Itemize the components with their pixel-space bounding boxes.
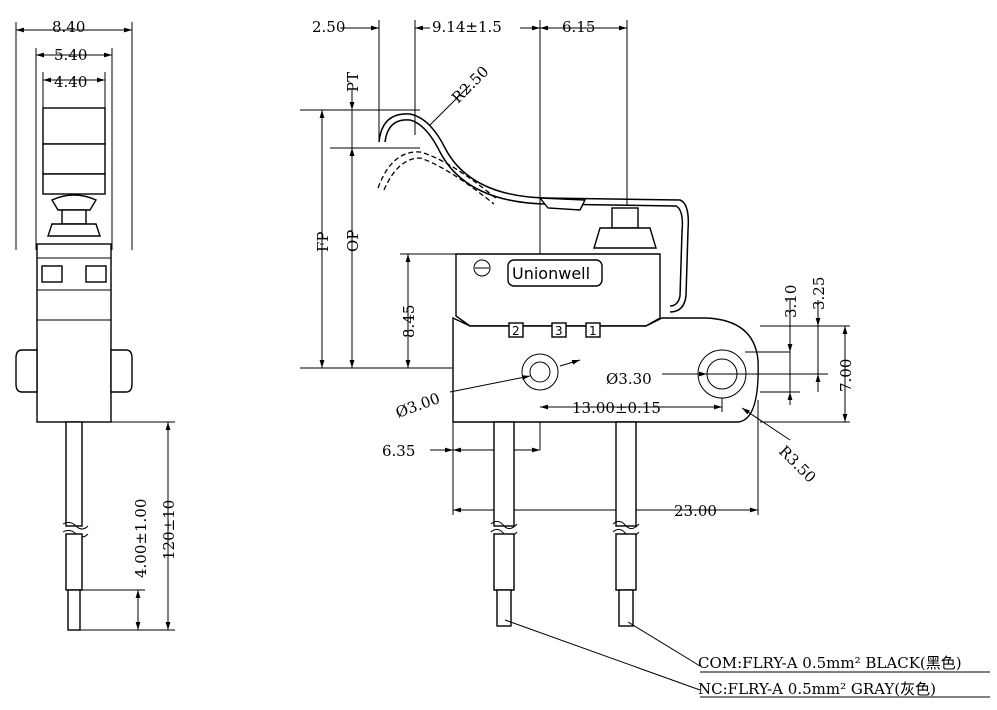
dim-lever-travel: 9.14±1.5 — [432, 18, 502, 36]
dim-7-00: 7.00 — [837, 359, 855, 392]
hole-right-label: Ø3.30 — [606, 370, 652, 388]
brand-label: Unionwell — [512, 264, 590, 283]
side-lead-strip: 4.00±1.00 — [132, 499, 150, 578]
dim-overall-length: 23.00 — [674, 502, 717, 520]
pin-2-label: 2 — [512, 324, 520, 338]
front-view: 2.50 9.14±1.5 6.15 R2.50 PT FP OP 8.45 — [300, 18, 990, 698]
side-width-inner: 4.40 — [54, 73, 87, 91]
label-op: OP — [344, 230, 362, 252]
side-width-mid: 5.40 — [54, 46, 87, 64]
pin-3-label: 3 — [555, 324, 563, 338]
dim-edge-offset: 6.35 — [382, 442, 415, 460]
dim-3-10: 3.10 — [782, 285, 800, 318]
hole-left-label: Ø3.00 — [393, 389, 442, 422]
wire-note-com: COM:FLRY-A 0.5mm² BLACK(黑色) — [698, 654, 962, 672]
lever-radius-label: R2.50 — [448, 62, 492, 106]
hole-pitch-label: 13.00±0.15 — [572, 399, 661, 417]
side-view: 8.40 5.40 4.40 — [15, 18, 178, 631]
wire-note-nc: NC:FLRY-A 0.5mm² GRAY(灰色) — [698, 680, 936, 698]
dim-3-25: 3.25 — [810, 277, 828, 310]
pin-1-label: 1 — [589, 324, 597, 338]
dim-offset-right: 6.15 — [562, 18, 595, 36]
side-width-overall: 8.40 — [52, 18, 85, 36]
dim-offset-left: 2.50 — [312, 18, 345, 36]
mount-radius-label: R3.50 — [775, 442, 819, 486]
dim-body-height: 8.45 — [400, 305, 418, 338]
side-cable-length: 120±10 — [160, 500, 178, 560]
label-pt: PT — [344, 72, 362, 92]
label-fp: FP — [314, 231, 332, 252]
